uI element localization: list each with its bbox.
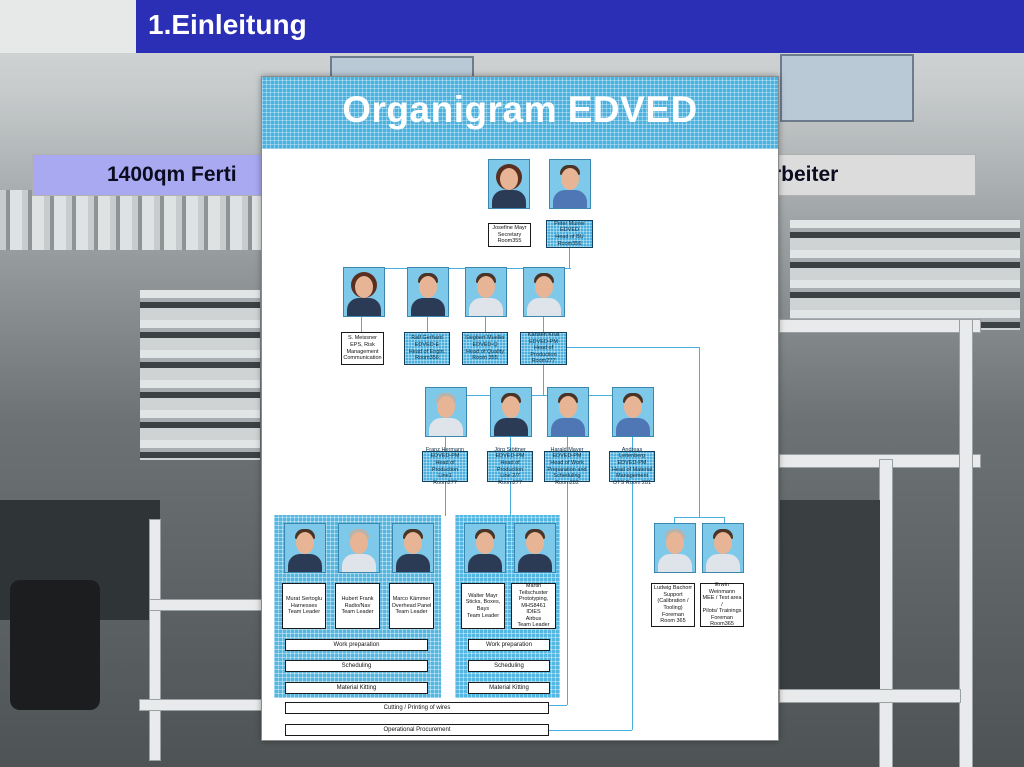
photo-martin-teilschuster [514, 523, 556, 573]
connector-line [549, 705, 567, 706]
photo-peter-murrer [549, 159, 591, 209]
title-accent [0, 0, 136, 53]
box-head-of-production: Karsten Krull EDVED-PM Head of Productio… [520, 332, 567, 365]
box-team-leader-overhead-panel: Marco Kämmer Overhead Panel Team Leader [389, 583, 434, 629]
photo-siegbert-mueller [465, 267, 507, 317]
box-head-of-quality: Siegbert Mueller EDVED-Q Head of Quality… [462, 332, 508, 365]
connector-line [724, 517, 725, 523]
rack-pole [780, 690, 960, 702]
rack-pole [960, 320, 972, 767]
process-work-preparation-a: Work preparation [285, 639, 428, 651]
box-production-line-1: Franz Hermann EDVED-PM Head of Productio… [422, 447, 468, 486]
connector-line [543, 347, 699, 348]
organigram-header: Organigram EDVED [262, 77, 778, 149]
info-right-text: rbeiter [773, 163, 839, 186]
factory-window [780, 54, 914, 122]
photo-karsten-krull [523, 267, 565, 317]
production-rack [0, 190, 262, 250]
organigram-card: Organigram EDVED Josefine Mayr Secretary… [261, 76, 779, 741]
rack-pole [780, 320, 980, 332]
production-rack [790, 220, 1020, 330]
connector-line [445, 482, 446, 516]
box-head-of-engineering: Ralf Gerhard EDVED-E Head of Engin. Room… [404, 332, 450, 365]
title-box [136, 0, 1024, 53]
photo-hubert-frank [338, 523, 380, 573]
rack-pole [150, 600, 262, 610]
production-rack [140, 290, 260, 460]
office-chair [10, 580, 100, 710]
photo-murat-sertoglu [284, 523, 326, 573]
connector-line [567, 482, 568, 705]
photo-josefine-mayr [488, 159, 530, 209]
box-team-leader-radio-nav: Hubert Frank Radio/Nav Team Leader [335, 583, 380, 629]
box-risk-management: S. Meissner EPS, Risk Management Communi… [341, 332, 384, 365]
photo-harald-mayer [547, 387, 589, 437]
connector-line [632, 482, 633, 730]
info-bar-left: 1400qm Ferti [32, 154, 265, 196]
process-operational-procurement: Operational Procurement [285, 724, 549, 736]
photo-joerg-stoettner [490, 387, 532, 437]
work-bench [780, 500, 880, 700]
connector-line [549, 730, 632, 731]
box-test-area: Erwin Weinmann MEE / Test area / Pilots/… [700, 582, 744, 627]
photo-erwin-weinmann [702, 523, 744, 573]
photo-walter-mayr [464, 523, 506, 573]
process-material-kitting-a: Material Kitting [285, 682, 428, 694]
process-work-preparation-b: Work preparation [468, 639, 550, 651]
box-secretary: Josefine Mayr Secretary Room355 [488, 223, 531, 247]
process-scheduling-b: Scheduling [468, 660, 550, 672]
rack-pole [880, 460, 892, 767]
photo-ludwig-bachorr [654, 523, 696, 573]
process-cutting-printing-wires: Cutting / Printing of wires [285, 702, 549, 714]
slide-title-bar: 1.Einleitung [0, 0, 1024, 53]
box-team-leader-sticks: Walter Mayr Sticks, Boxes, Bays Team Lea… [461, 583, 505, 629]
box-support-calibration: Ludwig Bachorr Support (Calibration / To… [651, 583, 695, 627]
rack-pole [150, 520, 160, 760]
info-left-text: 1400qm Ferti [107, 163, 237, 186]
box-work-preparation: Harald Mayer EDVED-PM Head of Work Prepa… [544, 447, 590, 486]
photo-marco-kaemmer [392, 523, 434, 573]
box-production-line-2: Jörg Stöttner EDVED-PM Head of Productio… [487, 447, 533, 486]
organigram-title: Organigram EDVED [342, 89, 698, 130]
slide-title: 1.Einleitung [148, 9, 307, 40]
connector-line [674, 517, 675, 523]
photo-s-meissner [343, 267, 385, 317]
photo-andreas-leitenberg [612, 387, 654, 437]
box-head-of-bu: Peter Murrer EDVED Head of BU Room356 [546, 220, 593, 248]
box-team-leader-harnesses: Murat Sertoglu Harnesses Team Leader [282, 583, 326, 629]
rack-pole [140, 700, 262, 710]
connector-line [510, 482, 511, 516]
connector-line [674, 517, 724, 518]
photo-ralf-gerhard [407, 267, 449, 317]
connector-line [445, 395, 632, 396]
connector-line [569, 248, 570, 268]
photo-franz-hermann [425, 387, 467, 437]
process-material-kitting-b: Material Kitting [468, 682, 550, 694]
box-team-leader-prototyping: Martin Teilschuster Prototyping, MHS8461… [511, 583, 556, 629]
connector-line [543, 365, 544, 395]
connector-line [699, 347, 700, 517]
info-bar-right: rbeiter [773, 154, 976, 196]
box-material-management: Andreas Leitenberg EDVED-PM Head of Mate… [609, 447, 655, 486]
process-scheduling-a: Scheduling [285, 660, 428, 672]
